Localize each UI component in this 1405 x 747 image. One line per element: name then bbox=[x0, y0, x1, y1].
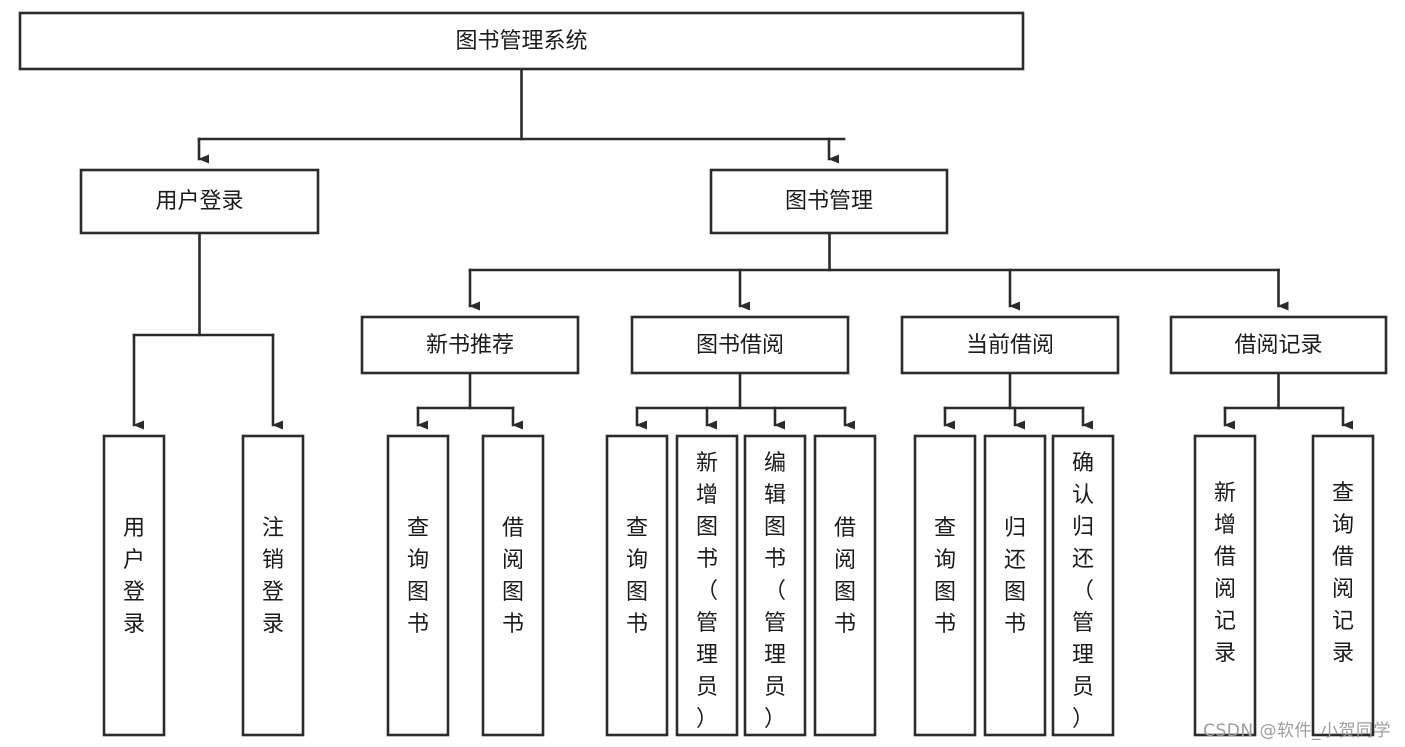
node-leaf-confirm-return-label: 确认归还（管理员） bbox=[1072, 451, 1094, 732]
node-leaf-edit-book[interactable]: 编辑图书（管理员） bbox=[743, 434, 807, 737]
node-book-borrow-label: 图书借阅 bbox=[696, 333, 784, 358]
node-user-login-label: 用户登录 bbox=[155, 189, 243, 214]
node-leaf-edit-book-label: 编辑图书（管理员） bbox=[764, 451, 786, 732]
node-current-borrow-label: 当前借阅 bbox=[966, 333, 1054, 358]
node-book-borrow[interactable]: 图书借阅 bbox=[630, 315, 850, 375]
node-leaf-edit-book-box[interactable] bbox=[743, 434, 807, 737]
node-new-book-recommend[interactable]: 新书推荐 bbox=[360, 315, 580, 375]
node-leaf-query-book-borrow-box[interactable] bbox=[605, 434, 669, 737]
node-book-manage-label: 图书管理 bbox=[785, 189, 873, 214]
node-leaf-user-login-label: 用户登录 bbox=[123, 516, 145, 637]
node-borrow-record-label: 借阅记录 bbox=[1234, 333, 1322, 358]
csdn-watermark: CSDN @软件_小贺同学 bbox=[1203, 721, 1391, 741]
node-leaf-borrow-book[interactable]: 借阅图书 bbox=[813, 434, 877, 737]
node-leaf-borrow-book-label: 借阅图书 bbox=[834, 516, 856, 637]
node-leaf-user-login-box[interactable] bbox=[102, 434, 166, 737]
node-leaf-return-book-box[interactable] bbox=[983, 434, 1047, 737]
node-leaf-borrow-book-rec-box[interactable] bbox=[481, 434, 545, 737]
node-leaf-borrow-book-rec[interactable]: 借阅图书 bbox=[481, 434, 545, 737]
node-leaf-logout-label: 注销登录 bbox=[262, 516, 284, 637]
node-user-login-box[interactable] bbox=[79, 168, 320, 235]
node-leaf-confirm-return[interactable]: 确认归还（管理员） bbox=[1051, 434, 1115, 737]
node-book-manage[interactable]: 图书管理 bbox=[709, 168, 949, 235]
node-leaf-query-book-rec[interactable]: 查询图书 bbox=[386, 434, 450, 737]
node-leaf-query-book-current[interactable]: 查询图书 bbox=[913, 434, 977, 737]
node-leaf-borrow-book-rec-label: 借阅图书 bbox=[502, 516, 524, 637]
node-leaf-query-borrow-record-box[interactable] bbox=[1311, 434, 1375, 737]
node-leaf-add-book-box[interactable] bbox=[675, 434, 739, 737]
node-leaf-add-borrow-record-label: 新增借阅记录 bbox=[1214, 481, 1236, 666]
node-leaf-return-book[interactable]: 归还图书 bbox=[983, 434, 1047, 737]
node-current-borrow-box[interactable] bbox=[900, 315, 1120, 375]
node-layer: 图书管理系统 用户登录 图书管理 新书推荐 图书借阅 bbox=[18, 11, 1388, 737]
node-leaf-logout[interactable]: 注销登录 bbox=[241, 434, 305, 737]
node-root-label: 图书管理系统 bbox=[455, 29, 587, 54]
node-leaf-query-borrow-record[interactable]: 查询借阅记录 bbox=[1311, 434, 1375, 737]
edge-layer bbox=[132, 67, 1353, 430]
node-root-box[interactable] bbox=[18, 11, 1025, 71]
node-borrow-record-box[interactable] bbox=[1169, 315, 1388, 375]
node-book-manage-box[interactable] bbox=[709, 168, 949, 235]
node-leaf-add-book-label: 新增图书（管理员） bbox=[696, 451, 718, 732]
node-borrow-record[interactable]: 借阅记录 bbox=[1169, 315, 1388, 375]
node-current-borrow[interactable]: 当前借阅 bbox=[900, 315, 1120, 375]
node-leaf-query-book-rec-box[interactable] bbox=[386, 434, 450, 737]
node-leaf-logout-box[interactable] bbox=[241, 434, 305, 737]
node-leaf-add-borrow-record-box[interactable] bbox=[1193, 434, 1257, 737]
node-leaf-query-book-current-box[interactable] bbox=[913, 434, 977, 737]
node-leaf-query-book-current-label: 查询图书 bbox=[934, 516, 956, 637]
node-leaf-query-book-borrow[interactable]: 查询图书 bbox=[605, 434, 669, 737]
node-book-borrow-box[interactable] bbox=[630, 315, 850, 375]
node-leaf-add-book[interactable]: 新增图书（管理员） bbox=[675, 434, 739, 737]
node-leaf-query-book-rec-label: 查询图书 bbox=[407, 516, 429, 637]
node-user-login[interactable]: 用户登录 bbox=[79, 168, 320, 235]
node-root[interactable]: 图书管理系统 bbox=[18, 11, 1025, 71]
node-leaf-return-book-label: 归还图书 bbox=[1004, 516, 1026, 637]
node-leaf-user-login[interactable]: 用户登录 bbox=[102, 434, 166, 737]
node-new-book-recommend-label: 新书推荐 bbox=[426, 333, 514, 358]
node-new-book-recommend-box[interactable] bbox=[360, 315, 580, 375]
node-leaf-add-borrow-record[interactable]: 新增借阅记录 bbox=[1193, 434, 1257, 737]
node-leaf-query-borrow-record-label: 查询借阅记录 bbox=[1332, 481, 1354, 666]
node-leaf-query-book-borrow-label: 查询图书 bbox=[626, 516, 648, 637]
node-leaf-confirm-return-box[interactable] bbox=[1051, 434, 1115, 737]
node-leaf-borrow-book-box[interactable] bbox=[813, 434, 877, 737]
